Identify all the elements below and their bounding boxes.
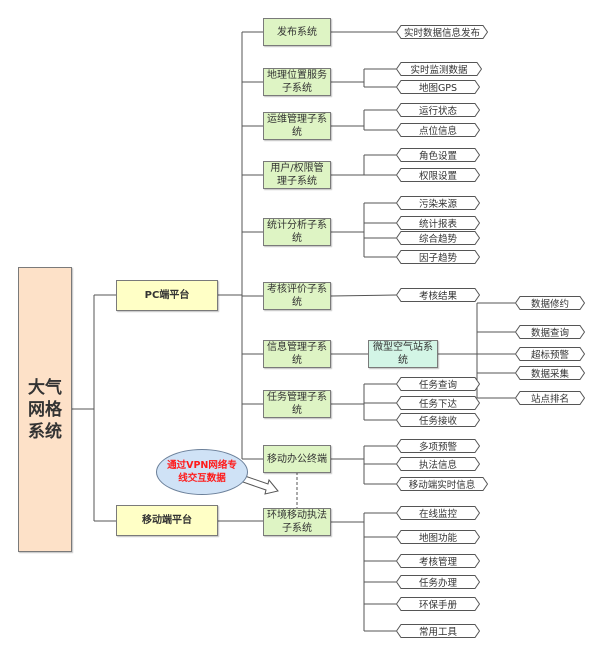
- vpn-callout: 通过VPN网络专线交互数据: [156, 449, 248, 495]
- leaf-node: 权限设置: [396, 168, 480, 182]
- pc-platform-node: PC端平台: [116, 280, 218, 311]
- leaf-label: 点位信息: [418, 126, 457, 137]
- subsystem-node: 统计分析子系统: [263, 218, 331, 246]
- subsystem-node: 任务管理子系统: [263, 390, 331, 418]
- leaf-node: 角色设置: [396, 148, 480, 162]
- leaf-label: 统计报表: [418, 219, 457, 230]
- leaf-node: 数据修约: [515, 296, 585, 310]
- leaf-node: 在线监控: [396, 506, 480, 520]
- subsystem-node: 移动办公终端: [263, 445, 331, 473]
- leaf-node: 移动端实时信息: [396, 477, 488, 491]
- leaf-label: 数据采集: [530, 369, 569, 380]
- leaf-node: 数据采集: [515, 366, 585, 380]
- leaf-node: 综合趋势: [396, 231, 480, 245]
- leaf-label: 数据修约: [530, 299, 569, 310]
- leaf-label: 考核管理: [418, 557, 457, 568]
- leaf-node: 实时数据信息发布: [396, 25, 488, 39]
- subsystem-node: 发布系统: [263, 18, 331, 46]
- leaf-label: 数据查询: [530, 328, 569, 339]
- leaf-node: 考核结果: [396, 288, 480, 302]
- mobile-platform-node: 移动端平台: [116, 505, 218, 536]
- connector-line: [330, 294, 397, 297]
- leaf-label: 超标预警: [530, 350, 569, 361]
- leaf-node: 任务下达: [396, 396, 480, 410]
- leaf-node: 实时监测数据: [396, 62, 482, 76]
- subsystem-node: 考核评价子系统: [263, 282, 331, 310]
- leaf-label: 因子趋势: [418, 253, 457, 264]
- leaf-label: 运行状态: [418, 106, 457, 117]
- leaf-label: 常用工具: [418, 627, 457, 638]
- root-node: 大气网格系统: [18, 267, 72, 552]
- leaf-node: 环保手册: [396, 597, 480, 611]
- leaf-node: 任务接收: [396, 413, 480, 427]
- leaf-node: 地图GPS: [396, 80, 480, 94]
- leaf-label: 任务下达: [418, 399, 457, 410]
- leaf-node: 污染来源: [396, 196, 480, 210]
- leaf-node: 考核管理: [396, 554, 480, 568]
- leaf-label: 移动端实时信息: [408, 480, 476, 491]
- leaf-label: 在线监控: [418, 509, 457, 520]
- leaf-label: 实时监测数据: [410, 65, 468, 76]
- leaf-node: 执法信息: [396, 457, 480, 471]
- leaf-node: 数据查询: [515, 325, 585, 339]
- leaf-node: 站点排名: [515, 391, 585, 405]
- leaf-label: 任务接收: [418, 416, 457, 427]
- arrow-icon: [239, 474, 279, 495]
- leaf-label: 权限设置: [418, 171, 457, 182]
- leaf-label: 地图功能: [418, 533, 457, 544]
- leaf-label: 多项预警: [418, 442, 457, 453]
- leaf-label: 综合趋势: [418, 234, 457, 245]
- leaf-label: 环保手册: [418, 600, 457, 611]
- leaf-node: 常用工具: [396, 624, 480, 638]
- subsystem-node: 地理位置服务子系统: [263, 68, 331, 96]
- subsystem-node: 信息管理子系统: [263, 340, 331, 368]
- leaf-label: 任务办理: [418, 578, 457, 589]
- leaf-node: 任务办理: [396, 575, 480, 589]
- leaf-node: 运行状态: [396, 103, 480, 117]
- leaf-node: 因子趋势: [396, 250, 480, 264]
- leaf-node: 点位信息: [396, 123, 480, 137]
- leaf-label: 实时数据信息发布: [403, 28, 480, 39]
- leaf-node: 任务查询: [396, 377, 480, 391]
- subsystem-node: 用户/权限管理子系统: [263, 161, 331, 189]
- leaf-label: 角色设置: [418, 151, 457, 162]
- micro-station-node: 微型空气站系统: [368, 340, 438, 368]
- leaf-label: 站点排名: [530, 394, 569, 405]
- leaf-node: 多项预警: [396, 439, 480, 453]
- leaf-node: 地图功能: [396, 530, 480, 544]
- leaf-label: 执法信息: [418, 460, 457, 471]
- subsystem-node: 运维管理子系统: [263, 112, 331, 140]
- leaf-node: 超标预警: [515, 347, 585, 361]
- leaf-label: 考核结果: [418, 291, 457, 302]
- subsystem-node: 环境移动执法子系统: [263, 508, 331, 536]
- leaf-label: 地图GPS: [418, 83, 458, 94]
- leaf-label: 污染来源: [418, 199, 457, 210]
- leaf-label: 任务查询: [418, 380, 457, 391]
- leaf-node: 统计报表: [396, 216, 480, 230]
